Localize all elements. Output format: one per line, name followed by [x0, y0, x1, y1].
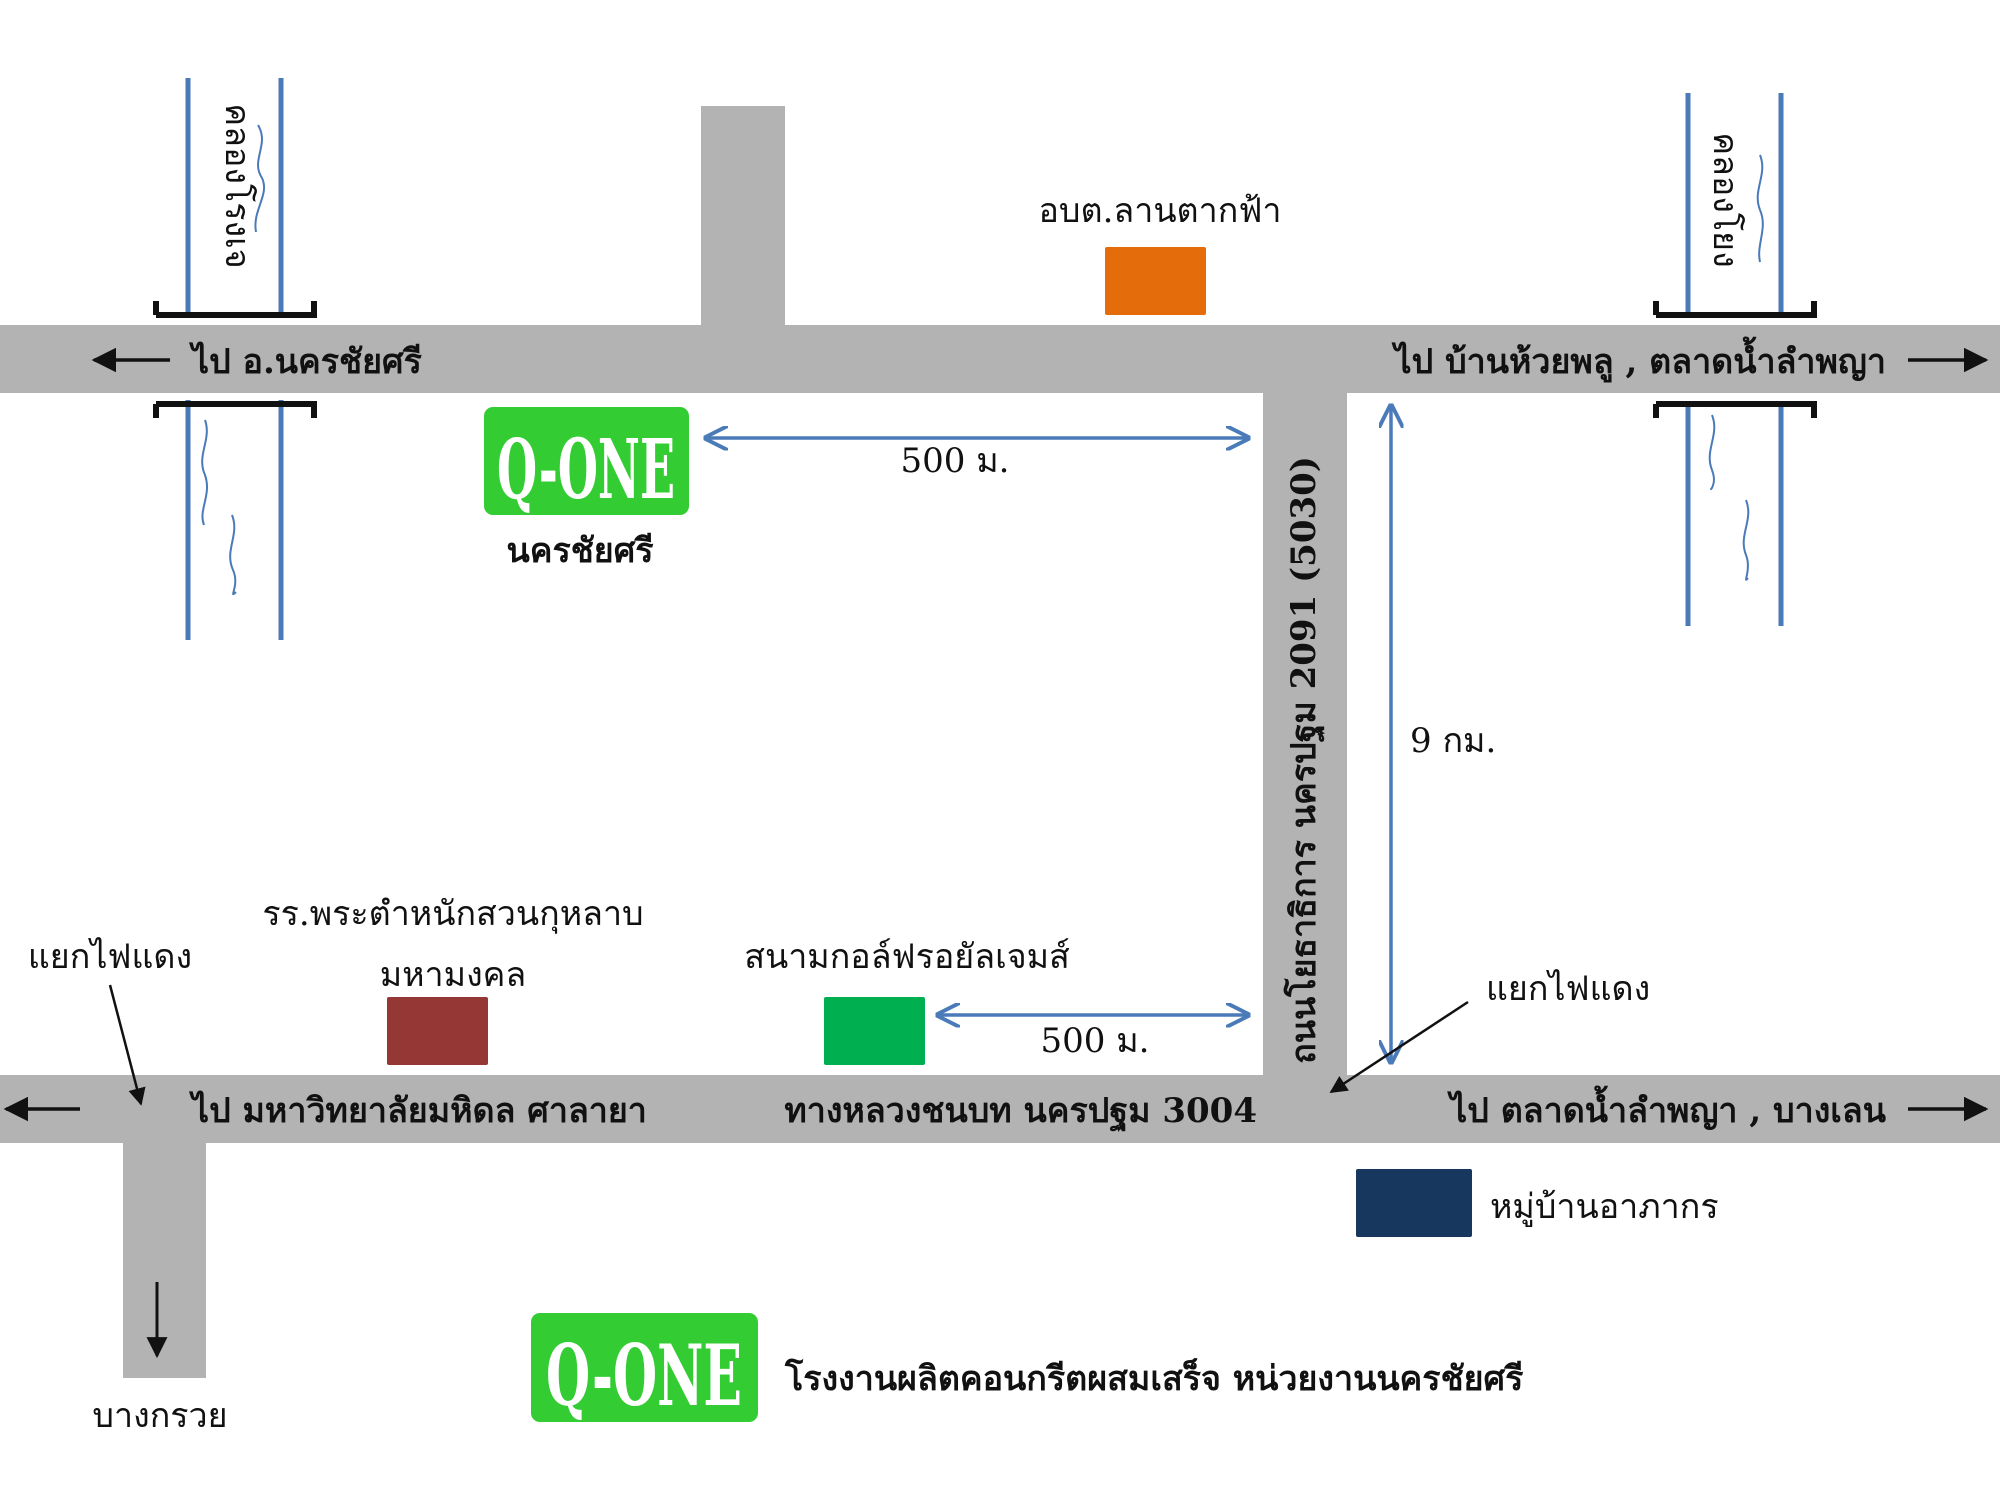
bottom-road — [0, 1075, 2000, 1143]
tambon-office-marker — [1105, 247, 1206, 315]
top-road — [0, 325, 2000, 393]
water-ripple — [1742, 499, 1750, 581]
distance-bottom-label: 500 ม. — [1041, 1021, 1150, 1061]
school-label-line2: มหามงคล — [380, 955, 527, 995]
qone-logo-text: Q-ONE — [497, 422, 675, 518]
distance-vertical-label: 9 กม. — [1410, 721, 1496, 761]
golf-course-marker — [824, 997, 925, 1065]
school-label-line1: รร.พระตำหนักสวนกุหลาบ — [262, 894, 643, 934]
vertical-road-name: ถนนโยธาธิการ นครปฐม 2091 (5030) — [1283, 456, 1326, 1064]
bridge-rail-top — [1653, 301, 1817, 318]
water-ripple — [229, 514, 237, 596]
water-ripple — [1708, 414, 1716, 490]
down-direction-label: บางกรวย — [92, 1396, 227, 1436]
factory-location-label: นครชัยศรี — [506, 531, 654, 571]
vertical-road-2091 — [1263, 393, 1347, 1075]
canal-left-label: คลองโรงเจ — [217, 103, 257, 268]
tambon-office-label: อบต.ลานตากฟ้า — [1039, 191, 1282, 231]
qone-logo-badge — [484, 407, 689, 515]
water-ripple — [254, 124, 266, 233]
top-right-direction: ไป บ้านห้วยพลู , ตลาดน้ำลำพญา — [1392, 336, 1886, 383]
canal-left: คลองโรงเจ — [153, 78, 317, 640]
bridge-rail-top — [153, 301, 317, 318]
bottom-road-name: ทางหลวงชนบท นครปฐม 3004 — [784, 1091, 1257, 1133]
water-ripple — [201, 419, 208, 526]
distance-top-label: 500 ม. — [901, 441, 1010, 481]
village-marker — [1356, 1169, 1472, 1237]
footer-legend: Q-ONE โรงงานผลิตคอนกรีตผสมเสร็จ หน่วยงาน… — [531, 1313, 1524, 1425]
junction-right-pointer — [1329, 1000, 1469, 1094]
factory-logo-map: Q-ONE — [484, 407, 689, 518]
junction-right-label: แยกไฟแดง — [1486, 969, 1650, 1009]
south-road-bangkruai — [123, 1143, 206, 1378]
north-spur-road — [701, 106, 785, 325]
canal-right: คลองโยง — [1653, 93, 1817, 626]
water-ripple — [1756, 154, 1764, 263]
junction-left-pointer — [108, 984, 146, 1106]
bottom-right-direction: ไป ตลาดน้ำลำพญา , บางเลน — [1447, 1085, 1886, 1131]
golf-course-label: สนามกอล์ฟรอยัลเจมส์ — [744, 937, 1070, 977]
bottom-left-direction: ไป มหาวิทยาลัยมหิดล ศาลายา — [189, 1090, 647, 1131]
junction-left-label: แยกไฟแดง — [28, 937, 192, 977]
top-left-direction: ไป อ.นครชัยศรี — [189, 341, 423, 382]
school-marker — [387, 997, 488, 1065]
bridge-rail-bottom — [1653, 401, 1817, 418]
footer-description: โรงงานผลิตคอนกรีตผสมเสร็จ หน่วยงานนครชัย… — [784, 1357, 1524, 1399]
village-label: หมู่บ้านอาภากร — [1490, 1187, 1719, 1227]
qone-logo-text-footer: Q-ONE — [546, 1326, 742, 1425]
canal-right-label: คลองโยง — [1705, 132, 1745, 267]
qone-logo-badge-footer — [531, 1313, 758, 1422]
bridge-rail-bottom — [153, 401, 317, 418]
